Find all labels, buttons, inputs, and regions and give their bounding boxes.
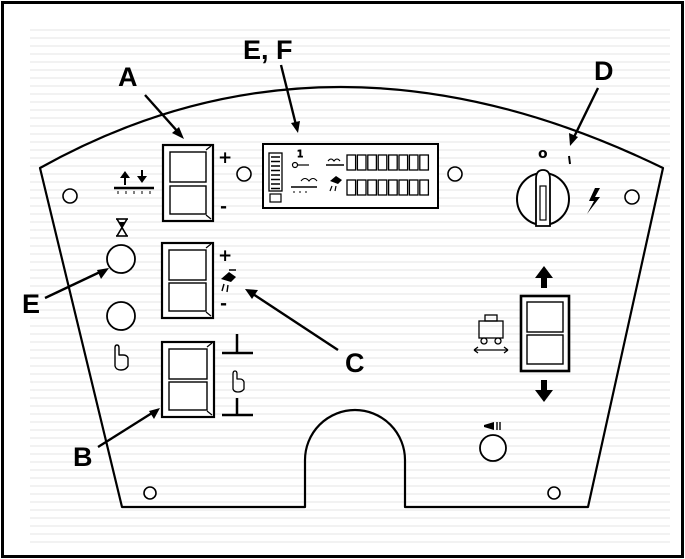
indicator-light-lower: [106, 301, 136, 331]
callout-label-a: A: [118, 62, 138, 92]
drive-icon: [473, 314, 509, 354]
callout-arrows: [44, 64, 600, 449]
callout-label-e: E: [22, 289, 40, 319]
mounting-hole-bottom-left: [143, 486, 157, 500]
brush-down-hand-icon: [232, 370, 245, 393]
digit-row-top: [346, 154, 430, 171]
switch-c-minus: -: [220, 294, 227, 314]
arrowhead-b: [149, 408, 160, 419]
arrowhead-d: [569, 133, 578, 146]
horn-icon: [484, 422, 501, 430]
drive-rocker-switch[interactable]: [519, 294, 571, 373]
svg-text:1: 1: [297, 149, 303, 160]
panel-outline: [38, 85, 665, 509]
hour-meter-brush-icon: [291, 177, 318, 193]
reverse-arrow-icon: [535, 380, 553, 402]
hour-meter-key-icon: 1: [291, 149, 309, 169]
callout-arrow-d: [572, 87, 600, 138]
mounting-hole-display-left: [236, 166, 252, 182]
key-on-mark: [568, 155, 571, 165]
callout-label-b: B: [73, 442, 93, 472]
brush-pressure-icon: [114, 170, 154, 194]
rocker-switch-a[interactable]: [161, 143, 215, 223]
arrowhead-a: [172, 127, 184, 139]
key-off-mark: o: [538, 146, 548, 162]
mounting-hole-right: [624, 189, 640, 205]
callout-arrow-b: [97, 411, 153, 449]
mounting-hole-display-right: [447, 166, 463, 182]
rocker-switch-b[interactable]: [160, 340, 216, 419]
mounting-hole-bottom-right: [547, 486, 561, 500]
horn-button[interactable]: [479, 434, 507, 462]
brush-counter-icon: [326, 158, 344, 166]
callout-arrow-ef: [279, 64, 298, 126]
callout-label-ef: E, F: [243, 35, 293, 65]
brush-down-icon: [222, 398, 253, 417]
callout-arrowheads: [97, 121, 578, 419]
water-flow-icon: [221, 269, 236, 293]
forward-arrow-icon: [535, 266, 553, 288]
battery-bar-icon: [268, 152, 283, 203]
water-counter-icon: [329, 176, 342, 192]
mounting-hole-left: [62, 188, 78, 204]
arrowhead-e: [97, 268, 109, 279]
indicator-light-upper: [106, 244, 136, 274]
digit-row-bottom: [346, 179, 430, 196]
callout-arrow-a: [144, 94, 179, 133]
lcd-display: 1: [262, 143, 439, 209]
hourglass-icon: [116, 218, 128, 237]
brush-up-icon: [222, 334, 253, 355]
switch-a-plus: +: [218, 148, 232, 168]
callout-label-c: C: [345, 348, 365, 378]
callout-arrow-c: [252, 292, 339, 352]
hand-icon: [114, 344, 129, 371]
lightning-icon: [587, 188, 600, 214]
switch-c-plus: +: [218, 246, 232, 266]
arrowhead-ef: [291, 121, 300, 133]
callout-label-d: D: [594, 56, 614, 86]
switch-a-minus: -: [220, 197, 227, 217]
key-switch-icon[interactable]: [516, 169, 570, 227]
rocker-switch-c[interactable]: [160, 241, 215, 320]
arrowhead-c: [245, 289, 258, 299]
callout-arrow-e: [44, 270, 101, 300]
